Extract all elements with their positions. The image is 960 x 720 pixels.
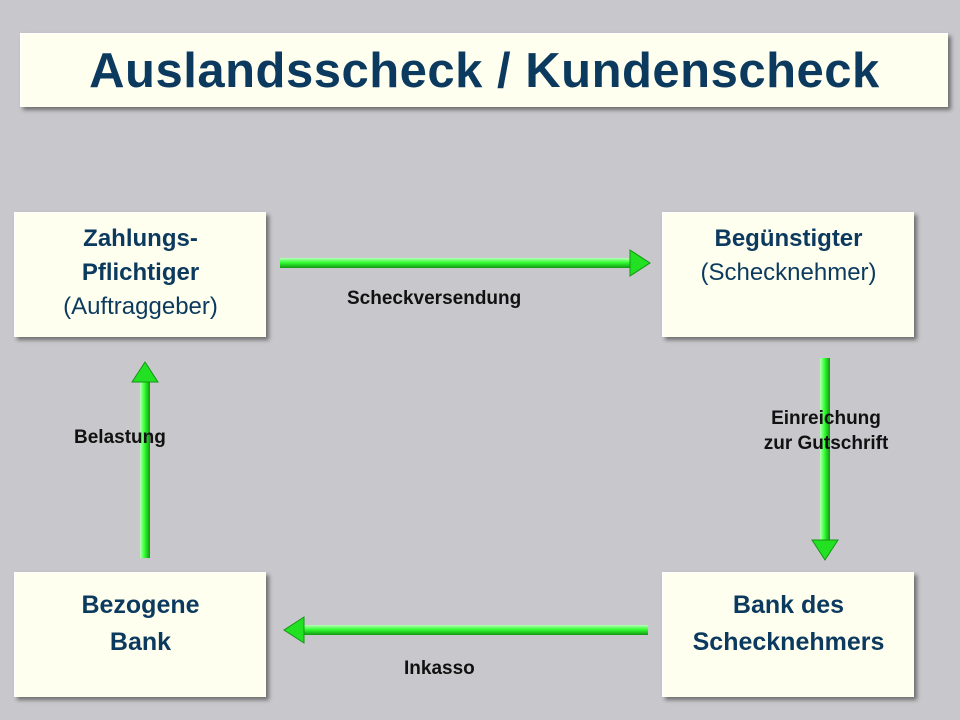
label-einreichung-line2: zur Gutschrift <box>763 433 889 454</box>
box-bank-des-schecknehmers-line1: Bank des <box>732 591 845 619</box>
box-bank-des-schecknehmers-line2: Schecknehmers <box>692 628 885 656</box>
label-einreichung-line1: Einreichung <box>771 408 881 429</box>
box-bank-des-schecknehmers: Bank des Schecknehmers <box>662 572 914 697</box>
box-beguenstigter-line1: Begünstigter <box>714 225 863 252</box>
box-bezogene-bank: Bezogene Bank <box>14 572 266 697</box>
box-beguenstigter: Begünstigter (Schecknehmer) <box>662 212 914 337</box>
label-einreichung: Einreichung zur Gutschrift <box>731 406 921 456</box>
label-scheckversendung: Scheckversendung <box>347 288 522 309</box>
box-zahlungspflichtiger-line2: Pflichtiger <box>81 259 200 286</box>
label-belastung: Belastung <box>74 427 166 448</box>
arrow-einreichung <box>811 358 839 561</box>
arrow-inkasso <box>283 616 648 644</box>
page-title: Auslandsscheck / Kundenscheck <box>20 33 948 107</box>
box-zahlungspflichtiger: Zahlungs- Pflichtiger (Auftraggeber) <box>14 212 266 337</box>
box-zahlungspflichtiger-line3: (Auftraggeber) <box>63 293 218 320</box>
box-bezogene-bank-line2: Bank <box>109 628 172 656</box>
arrow-scheckversendung <box>280 249 651 277</box>
label-inkasso: Inkasso <box>404 658 475 679</box>
box-beguenstigter-line2: (Schecknehmer) <box>700 259 877 286</box>
arrow-belastung <box>131 361 159 558</box>
box-bezogene-bank-line1: Bezogene <box>81 591 200 619</box>
box-zahlungspflichtiger-line1: Zahlungs- <box>83 225 198 252</box>
